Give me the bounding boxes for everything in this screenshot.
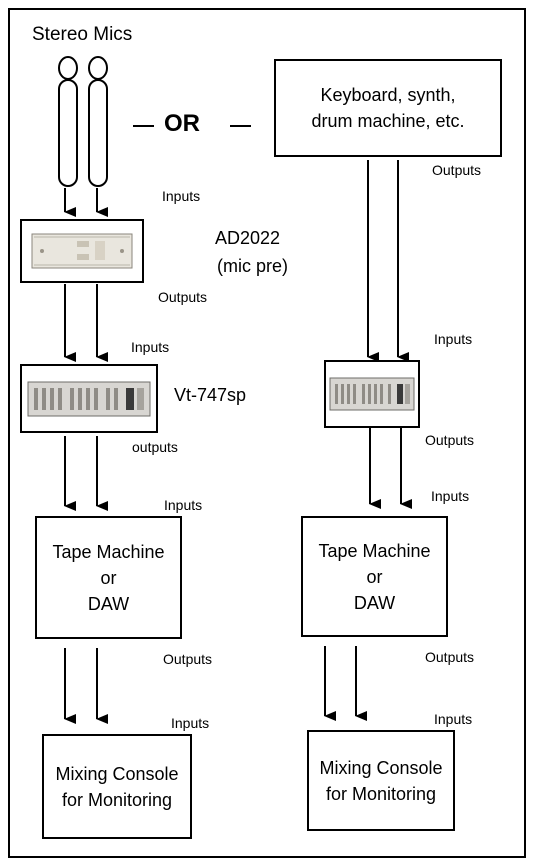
processor-left-unit-image [27,381,151,417]
mixer-left-line-1: Mixing Console [55,763,179,784]
stereo-mics-label: Stereo Mics [32,24,133,45]
preamp-unit-image [31,233,133,269]
diagram-frame [8,8,526,858]
or-label: OR [164,110,200,137]
tape-right-inputs-label: Inputs [431,488,470,504]
mixer-right-inputs-label: Inputs [434,711,473,727]
tape-right-line-3: DAW [353,592,396,613]
tape-machine-box-right: Tape Machine or DAW [301,516,448,637]
mixer-left-inputs-label: Inputs [171,715,210,731]
vt747sp-processor-right [324,360,420,428]
mixer-right-line-2: for Monitoring [325,783,437,804]
stereo-mic-left [58,56,78,187]
mixing-console-box-left: Mixing Console for Monitoring [42,734,192,839]
processor-right-unit-image [329,377,415,411]
processor-left-inputs-label: Inputs [131,339,170,355]
tape-right-line-1: Tape Machine [318,540,431,561]
tape-right-line-2: or [366,566,383,587]
preamp-subtitle-label: (mic pre) [217,256,288,276]
tape-right-outputs-label: Outputs [425,649,475,665]
ad2022-preamp-device [20,219,144,283]
tape-left-outputs-label: Outputs [163,651,213,667]
processor-left-outputs-label: outputs [132,439,178,455]
preamp-inputs-label: Inputs [162,188,201,204]
processor-right-outputs-label: Outputs [425,432,475,448]
tape-machine-box-left: Tape Machine or DAW [35,516,182,639]
processor-right-inputs-label: Inputs [434,331,473,347]
tape-left-line-1: Tape Machine [52,541,165,562]
mixing-console-box-right: Mixing Console for Monitoring [307,730,455,831]
keyboard-box-line-2: drum machine, etc. [311,111,465,131]
mixer-right-line-1: Mixing Console [319,757,443,778]
keyboard-outputs-label: Outputs [432,162,482,178]
mixer-left-line-2: for Monitoring [61,789,173,810]
tape-left-line-2: or [100,567,117,588]
preamp-name-label: AD2022 [215,228,281,248]
tape-left-inputs-label: Inputs [164,497,203,513]
preamp-outputs-label: Outputs [158,289,208,305]
vt747sp-processor-left [20,364,158,433]
keyboard-box-line-1: Keyboard, synth, [320,85,456,105]
tape-left-line-3: DAW [87,593,130,614]
keyboard-synth-box: Keyboard, synth, drum machine, etc. [274,59,502,157]
processor-name-label: Vt-747sp [174,385,247,405]
stereo-mic-right [88,56,108,187]
